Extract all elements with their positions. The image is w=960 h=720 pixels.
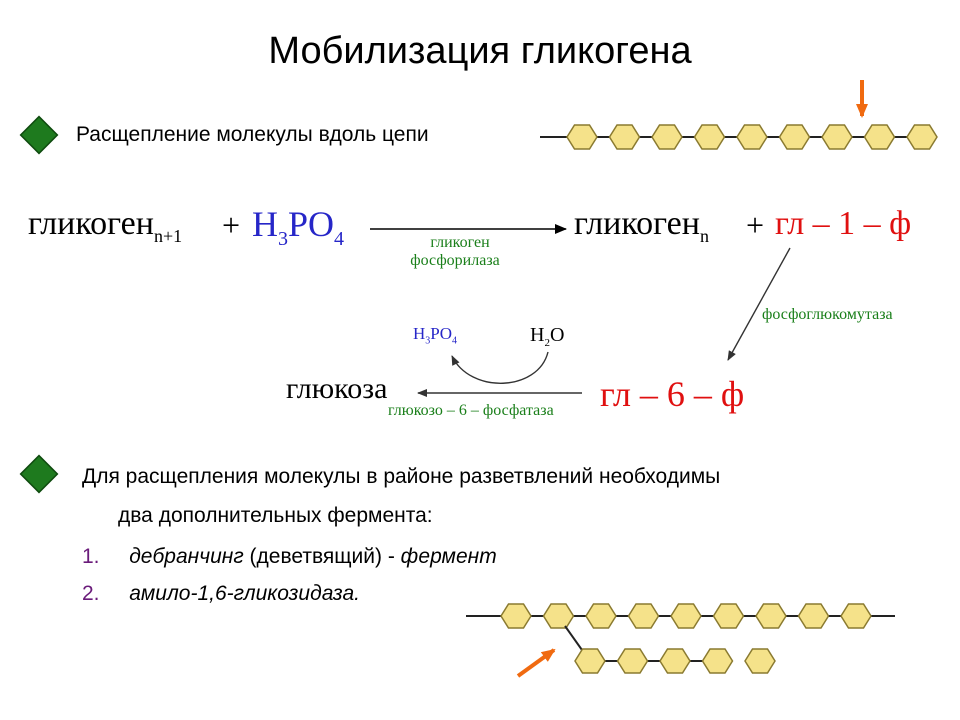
bullet-text-2-line2: два дополнительных фермента: <box>118 504 433 527</box>
small-acid-po: PO <box>430 324 453 343</box>
water-h: H <box>530 324 545 346</box>
product-glucose-1-phosphate: гл – 1 – ф <box>775 205 912 242</box>
branch-bond <box>564 625 583 651</box>
branch-chain-glucose-unit <box>616 648 649 674</box>
reactant-glycogen-label: гликоген <box>28 205 154 242</box>
branch-chain-glucose-unit <box>659 648 691 674</box>
small-acid-sub3: 3 <box>425 335 431 347</box>
reactant-phosphoric-acid: H3PO4 <box>252 203 344 251</box>
top-chain-glucose-unit <box>736 124 768 150</box>
top-chain-glucose-unit <box>651 124 683 150</box>
list-item-1: 1. дебранчинг (деветвящий) - фермент <box>82 545 497 569</box>
reactant-glycogen: гликогенn+1 <box>28 205 182 247</box>
bullet-diamond-2 <box>19 454 59 494</box>
top-chain-glucose-unit <box>778 124 811 150</box>
water-o: O <box>549 324 565 346</box>
list-item-2-number: 2. <box>82 582 100 605</box>
list-item-1-number: 1. <box>82 545 100 568</box>
acid-po: PO <box>288 204 335 244</box>
page-title: Мобилизация гликогена <box>268 30 692 72</box>
water: H2O <box>530 324 564 349</box>
product-glucose: глюкоза <box>286 372 388 405</box>
acid-sub3: 3 <box>278 228 288 250</box>
product-glycogen: гликогенn <box>574 205 709 247</box>
list-item-1-name: дебранчинг <box>129 545 244 568</box>
top-chain-glucose-unit <box>608 124 641 150</box>
top-chain-glucose-unit <box>906 124 938 150</box>
main-chain-glucose-unit <box>797 603 830 629</box>
top-chain-glucose-unit <box>821 124 853 150</box>
reaction-arrow-mutase <box>727 247 791 361</box>
branch-chain-glucose-unit <box>701 648 734 674</box>
main-chain-glucose-unit <box>755 603 787 629</box>
main-chain-glucose-unit <box>627 603 660 629</box>
enzyme-glucose-6-phosphatase: глюкозо – 6 – фосфатаза <box>388 402 554 419</box>
top-chain-glucose-unit <box>566 124 598 150</box>
top-chain-glucose-unit <box>693 124 726 150</box>
glycogen-chain-branched <box>466 603 895 674</box>
glycogen-chain-top <box>540 124 938 150</box>
water-sub: 2 <box>544 336 550 349</box>
list-item-2: 2. амило-1,6-гликозидаза. <box>82 582 360 606</box>
top-chain-glucose-unit <box>863 124 896 150</box>
plus-sign-1: + <box>222 207 241 243</box>
list-item-1-note: (деветвящий) - <box>243 545 401 568</box>
main-chain-glucose-unit <box>500 603 532 629</box>
product-glycogen-sub: n <box>699 226 709 247</box>
acid-sub4: 4 <box>334 228 345 250</box>
list-item-1-role: фермент <box>400 545 497 568</box>
branch-chain-glucose-unit <box>574 648 606 674</box>
list-item-2-name: амило-1,6-гликозидаза. <box>129 582 360 605</box>
bullet-diamond-1 <box>19 115 59 155</box>
curved-arrow-hydrolysis <box>451 351 549 384</box>
branch-chain-glucose-unit <box>744 648 776 674</box>
main-chain-glucose-unit <box>585 603 617 629</box>
main-chain-glucose-unit <box>840 603 872 629</box>
small-acid-sub4: 4 <box>452 335 458 347</box>
glucose-6-phosphate: гл – 6 – ф <box>600 374 745 414</box>
main-chain-glucose-unit <box>712 603 745 629</box>
acid-h: H <box>252 204 278 244</box>
bullet-text-1: Расщепление молекулы вдоль цепи <box>76 123 429 146</box>
enzyme-phosphorylase: гликоген фосфорилаза <box>410 234 510 270</box>
enzyme-phosphorylase-line1: гликоген <box>430 234 490 251</box>
main-chain-glucose-unit <box>542 603 575 629</box>
main-chain-glucose-unit <box>670 603 702 629</box>
orange-arrow-bottom-icon <box>516 648 556 678</box>
enzyme-phosphorylase-line2: фосфорилаза <box>410 252 500 269</box>
small-phosphoric-acid: H3PO4 <box>413 324 457 347</box>
small-acid-h: H <box>413 324 426 343</box>
plus-sign-2: + <box>746 207 765 243</box>
reactant-glycogen-sub: n+1 <box>153 226 183 247</box>
bullet-text-2-line1: Для расщепления молекулы в районе развет… <box>82 465 721 488</box>
enzyme-phosphoglucomutase: фосфоглюкомутаза <box>762 306 893 323</box>
product-glycogen-label: гликоген <box>574 205 700 242</box>
